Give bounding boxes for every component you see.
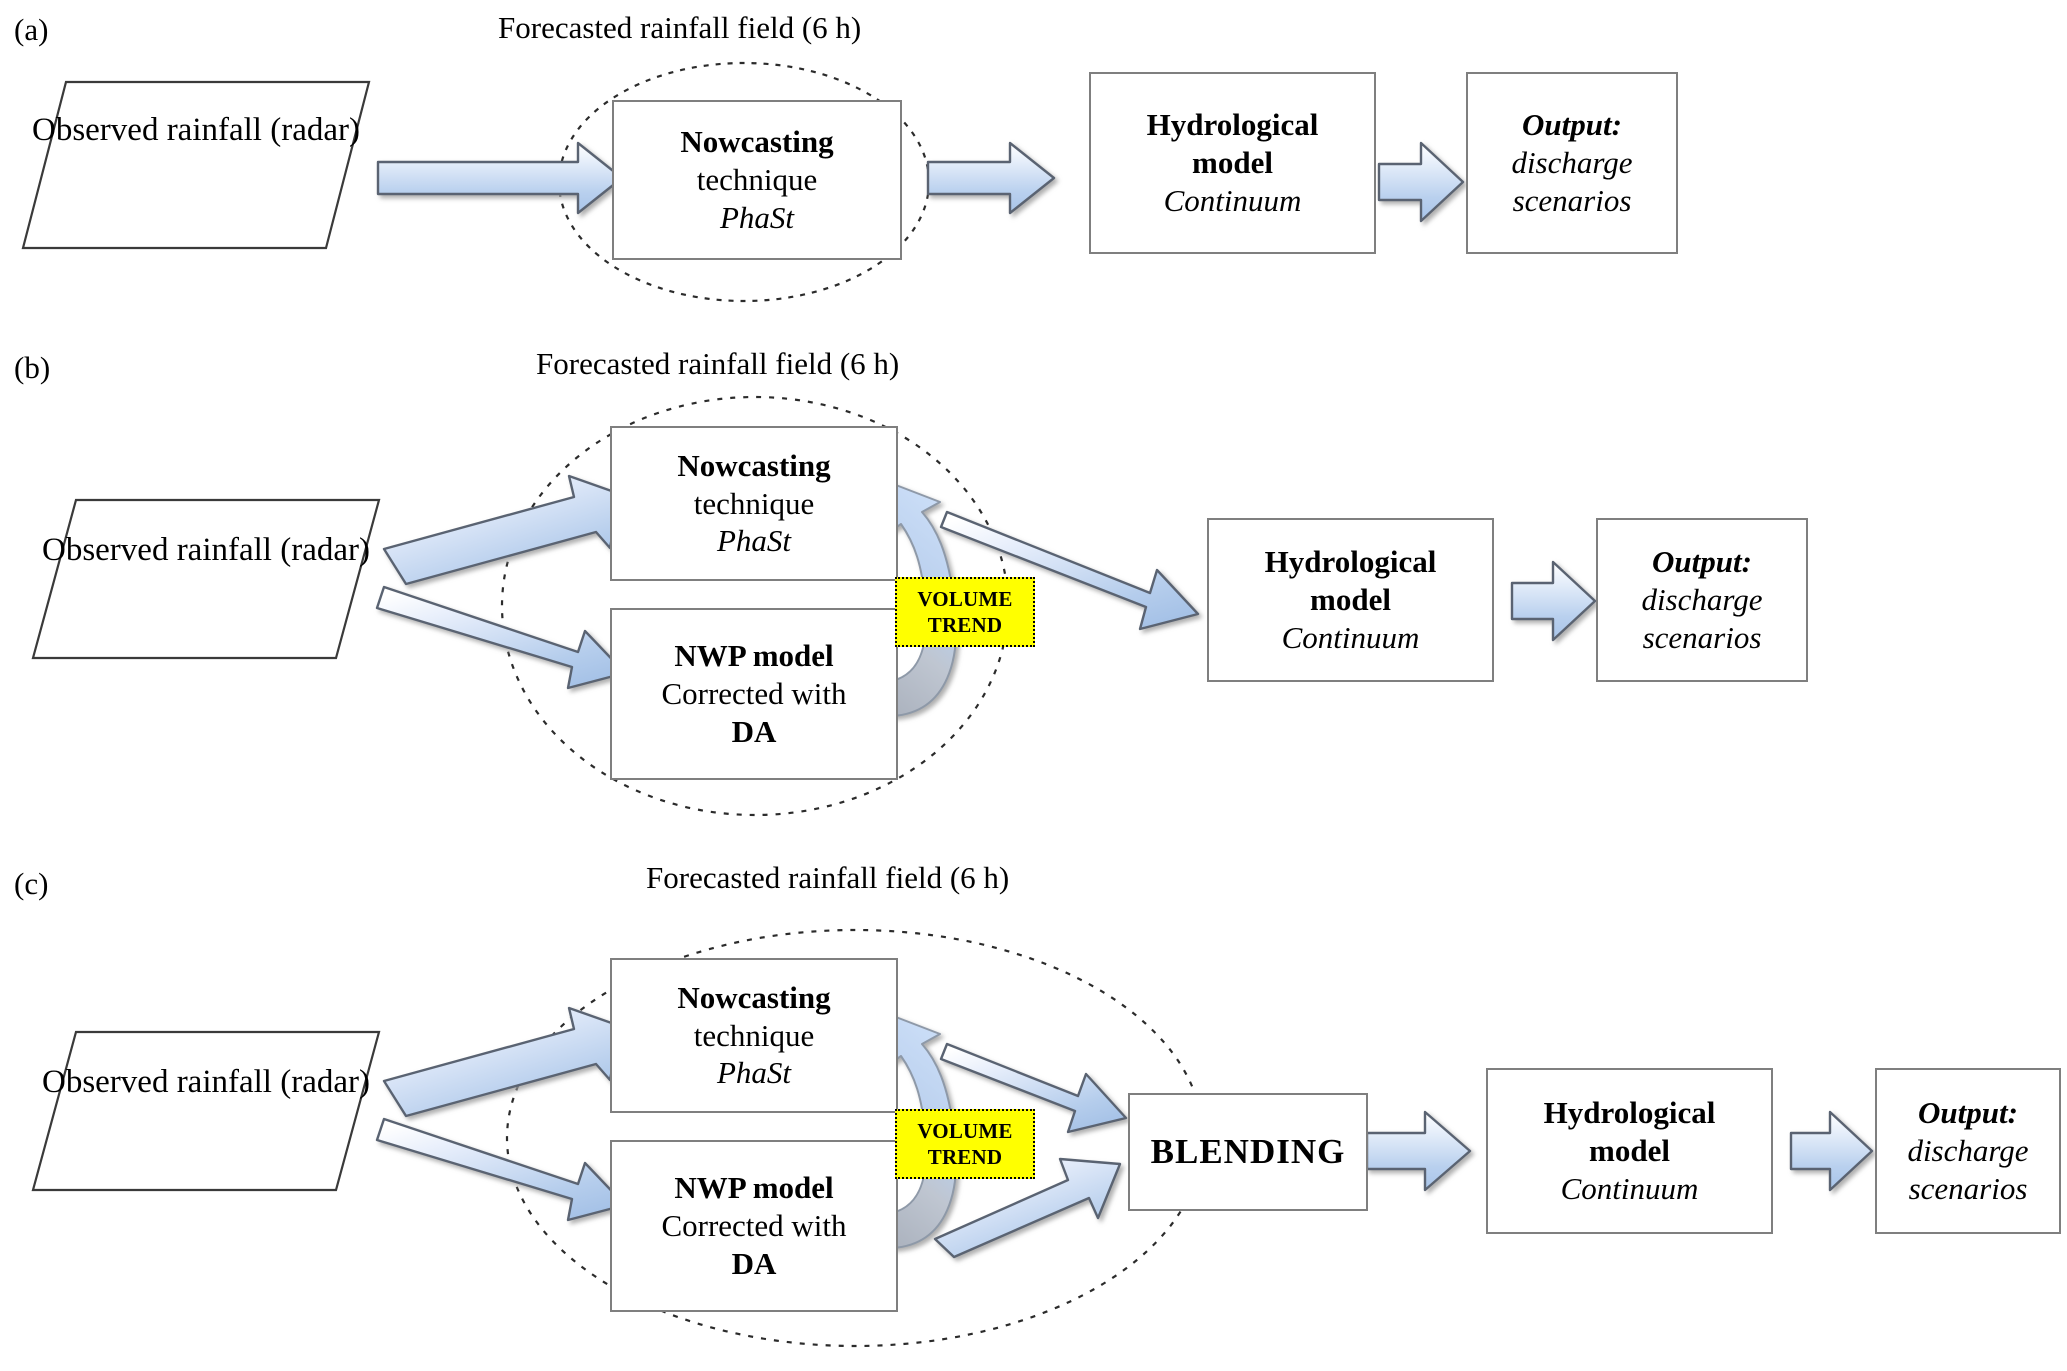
volume-trend-line2-c: TREND xyxy=(927,1145,1003,1169)
parallelogram-observed-rainfall-a xyxy=(21,80,371,250)
arrow-source-to-nwp-b xyxy=(375,585,627,690)
ellipse-caption-c: Forecasted rainfall field (6 h) xyxy=(646,860,1010,895)
arrow-blending-to-hydro-c xyxy=(1365,1110,1472,1192)
ellipse-caption-a: Forecasted rainfall field (6 h) xyxy=(498,10,862,45)
nowcasting-box-a[interactable]: Nowcasting technique PhaSt xyxy=(612,100,902,260)
volume-trend-line2-b: TREND xyxy=(927,613,1003,637)
nowcasting-method-a: PhaSt xyxy=(719,199,795,235)
nowcasting-method-b: PhaSt xyxy=(716,523,792,559)
hydro-model-b: Continuum xyxy=(1281,619,1420,655)
nowcasting-title-b: Nowcasting xyxy=(677,447,831,483)
parallelogram-observed-rainfall-b xyxy=(31,498,381,660)
nowcasting-sub-b: technique xyxy=(693,485,815,521)
blending-label-c: BLENDING xyxy=(1150,1132,1346,1171)
output-box-a[interactable]: Output: discharge scenarios xyxy=(1466,72,1678,254)
output-line2-a: discharge xyxy=(1511,145,1633,181)
observed-rainfall-text-b: Observed rainfall (radar) xyxy=(33,528,379,573)
output-title-b: Output: xyxy=(1652,544,1752,580)
observed-rainfall-text-c: Observed rainfall (radar) xyxy=(33,1060,379,1105)
nwp-da-c: DA xyxy=(731,1245,777,1281)
nwp-model-box-c[interactable]: NWP model Corrected with DA xyxy=(610,1140,898,1312)
volume-trend-line1-c: VOLUME xyxy=(917,1118,1013,1143)
arrow-nowcasting-to-blending-c xyxy=(939,1042,1128,1134)
output-title-c: Output: xyxy=(1918,1095,2018,1131)
arrow-nwp-to-blending-c xyxy=(933,1157,1122,1259)
output-line3-a: scenarios xyxy=(1512,182,1632,218)
hydrological-model-box-c[interactable]: Hydrological model Continuum xyxy=(1486,1068,1773,1234)
nowcasting-box-c[interactable]: Nowcasting technique PhaSt xyxy=(610,958,898,1113)
output-box-b[interactable]: Output: discharge scenarios xyxy=(1596,518,1808,682)
hydrological-model-box-a[interactable]: Hydrological model Continuum xyxy=(1089,72,1376,254)
arrow-hydro-to-output-c xyxy=(1789,1110,1874,1192)
nowcasting-box-b[interactable]: Nowcasting technique PhaSt xyxy=(610,426,898,581)
panel-label-c: (c) xyxy=(14,866,49,901)
hydro-sub-b: model xyxy=(1310,582,1391,618)
nwp-model-box-b[interactable]: NWP model Corrected with DA xyxy=(610,608,898,780)
observed-rainfall-line1-c: Observed rainfall xyxy=(41,1064,272,1100)
arrow-source-to-nowcasting-b xyxy=(382,474,622,586)
output-line2-c: discharge xyxy=(1907,1133,2029,1169)
parallelogram-observed-rainfall-c xyxy=(31,1030,381,1192)
arrow-hydro-to-output-a xyxy=(1377,141,1465,223)
output-line2-b: discharge xyxy=(1641,582,1763,618)
hydrological-model-box-b[interactable]: Hydrological model Continuum xyxy=(1207,518,1494,682)
observed-rainfall-line1-b: Observed rainfall xyxy=(41,532,272,568)
nwp-sub-b: Corrected with xyxy=(661,676,847,712)
arrow-hydro-to-output-b xyxy=(1510,560,1597,642)
observed-rainfall-line2-a: (radar) xyxy=(270,112,360,148)
arrow-nowcasting-to-hydro-a xyxy=(926,141,1056,215)
nowcasting-sub-c: technique xyxy=(693,1017,815,1053)
nowcasting-title-c: Nowcasting xyxy=(677,979,831,1015)
hydro-title-a: Hydrological xyxy=(1146,107,1319,143)
hydro-title-b: Hydrological xyxy=(1264,544,1437,580)
hydro-sub-c: model xyxy=(1589,1133,1670,1169)
arrow-ellipse-to-hydro-b xyxy=(939,510,1200,631)
observed-rainfall-line2-c: (radar) xyxy=(280,1064,370,1100)
panel-label-a: (a) xyxy=(14,12,49,47)
observed-rainfall-line1-a: Observed rainfall xyxy=(31,112,262,148)
hydro-model-c: Continuum xyxy=(1560,1170,1699,1206)
nwp-title-b: NWP model xyxy=(674,638,834,674)
output-line3-c: scenarios xyxy=(1908,1170,2028,1206)
observed-rainfall-line2-b: (radar) xyxy=(280,532,370,568)
nowcasting-sub-a: technique xyxy=(696,162,818,198)
volume-trend-line1-b: VOLUME xyxy=(917,586,1013,611)
ellipse-caption-b: Forecasted rainfall field (6 h) xyxy=(536,346,900,381)
nwp-da-b: DA xyxy=(731,713,777,749)
nowcasting-title-a: Nowcasting xyxy=(680,124,834,160)
output-title-a: Output: xyxy=(1522,107,1622,143)
output-box-c[interactable]: Output: discharge scenarios xyxy=(1875,1068,2061,1234)
nwp-title-c: NWP model xyxy=(674,1170,834,1206)
nwp-sub-c: Corrected with xyxy=(661,1208,847,1244)
volume-trend-badge-b: VOLUME TREND xyxy=(895,577,1035,647)
blending-box-c[interactable]: BLENDING xyxy=(1128,1093,1368,1211)
output-line3-b: scenarios xyxy=(1642,619,1762,655)
hydro-model-a: Continuum xyxy=(1163,182,1302,218)
panel-label-b: (b) xyxy=(14,350,51,385)
arrow-source-to-nwp-c xyxy=(375,1117,627,1222)
hydro-sub-a: model xyxy=(1192,145,1273,181)
arrow-source-to-nowcasting-a xyxy=(376,141,624,215)
volume-trend-badge-c: VOLUME TREND xyxy=(895,1109,1035,1179)
hydro-title-c: Hydrological xyxy=(1543,1095,1716,1131)
nowcasting-method-c: PhaSt xyxy=(716,1055,792,1091)
observed-rainfall-text-a: Observed rainfall (radar) xyxy=(23,108,369,153)
arrow-source-to-nowcasting-c xyxy=(382,1006,622,1118)
